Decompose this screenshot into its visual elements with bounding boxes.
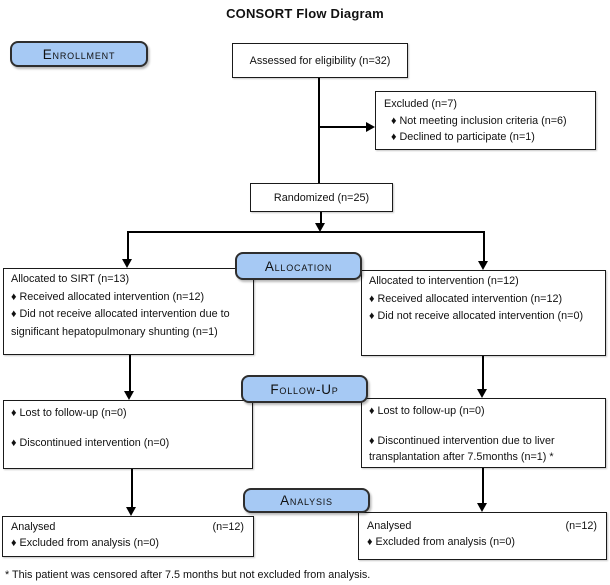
line-fu-to-an-left bbox=[131, 469, 133, 508]
line-to-excluded bbox=[319, 126, 367, 128]
excluded-line: ♦ Not meeting inclusion criteria (n=6) bbox=[391, 114, 567, 127]
stage-followup: Follow-Up bbox=[241, 375, 368, 403]
fu-right-line: ♦ Discontinued intervention due to liver bbox=[369, 435, 555, 448]
box-randomized: Randomized (n=25) bbox=[250, 183, 393, 212]
fu-left-line: ♦ Discontinued intervention (n=0) bbox=[11, 437, 170, 450]
box-allocation-left: Allocated to SIRT (n=13) ♦ Received allo… bbox=[3, 268, 254, 355]
line-alloc-to-fu-left bbox=[129, 355, 131, 392]
arrowhead-fu-left-icon bbox=[124, 391, 134, 400]
arrowhead-alloc-left-icon bbox=[122, 259, 132, 268]
alloc-left-line: ♦ Received allocated intervention (n=12) bbox=[11, 290, 205, 303]
fu-right-line bbox=[369, 419, 598, 434]
box-analysis-right: Analysed (n=12) ♦ Excluded from analysis… bbox=[358, 512, 607, 560]
box-excluded: Excluded (n=7) ♦ Not meeting inclusion c… bbox=[375, 91, 596, 150]
line-fu-to-an-right bbox=[482, 468, 484, 504]
line-branch-horizontal bbox=[127, 231, 485, 233]
excluded-line: Excluded (n=7) bbox=[384, 98, 457, 110]
excluded-line: ♦ Declined to participate (n=1) bbox=[391, 131, 535, 143]
fu-left-line bbox=[11, 421, 245, 436]
box-analysis-left: Analysed (n=12) ♦ Excluded from analysis… bbox=[2, 516, 254, 557]
arrowhead-an-right-icon bbox=[477, 503, 487, 512]
fu-left-line: ♦ Lost to follow-up (n=0) bbox=[11, 407, 127, 419]
fu-right-line: transplantation after 7.5months (n=1) * bbox=[369, 450, 554, 463]
alloc-left-line: significant hepatopulmonary shunting (n=… bbox=[11, 325, 218, 338]
analysis-left-row: Analysed (n=12) bbox=[11, 519, 244, 535]
alloc-right-line: ♦ Did not receive allocated intervention… bbox=[369, 310, 584, 322]
analysed-label: Analysed bbox=[11, 521, 56, 533]
line-alloc-to-fu-right bbox=[482, 356, 484, 390]
stage-allocation: Allocation bbox=[235, 252, 362, 280]
randomized-text: Randomized (n=25) bbox=[273, 191, 370, 204]
arrowhead-fu-right-icon bbox=[477, 389, 487, 398]
box-followup-left: ♦ Lost to follow-up (n=0) ♦ Discontinued… bbox=[3, 400, 253, 469]
arrowhead-alloc-right-icon bbox=[478, 261, 488, 270]
box-assessed: Assessed for eligibility (n=32) bbox=[232, 43, 408, 78]
stage-analysis: Analysis bbox=[243, 488, 370, 513]
analysis-right-excluded: ♦ Excluded from analysis (n=0) bbox=[367, 536, 516, 548]
analysed-count: (n=12) bbox=[565, 520, 597, 532]
box-allocation-right: Allocated to intervention (n=12) ♦ Recei… bbox=[361, 270, 606, 356]
analysis-right-row: Analysed (n=12) bbox=[367, 518, 597, 534]
fu-right-line: ♦ Lost to follow-up (n=0) bbox=[369, 405, 485, 417]
analysed-label: Analysed bbox=[367, 520, 412, 532]
line-assessed-to-randomized bbox=[318, 78, 320, 183]
footnote: * This patient was censored after 7.5 mo… bbox=[5, 569, 371, 581]
analysed-count: (n=12) bbox=[212, 521, 244, 533]
assessed-text: Assessed for eligibility (n=32) bbox=[249, 54, 391, 67]
line-randomized-down bbox=[320, 212, 322, 225]
line-branch-right bbox=[483, 231, 485, 262]
arrowhead-branch-icon bbox=[315, 223, 325, 232]
box-followup-right: ♦ Lost to follow-up (n=0) ♦ Discontinued… bbox=[361, 398, 606, 468]
page-title: CONSORT Flow Diagram bbox=[226, 6, 384, 21]
arrowhead-an-left-icon bbox=[126, 507, 136, 516]
analysis-left-excluded: ♦ Excluded from analysis (n=0) bbox=[11, 537, 160, 549]
alloc-right-line: Allocated to intervention (n=12) bbox=[369, 275, 519, 287]
alloc-left-line: Allocated to SIRT (n=13) bbox=[11, 273, 130, 285]
arrowhead-excluded-icon bbox=[366, 122, 375, 132]
alloc-right-line: ♦ Received allocated intervention (n=12) bbox=[369, 292, 563, 305]
line-branch-left bbox=[127, 231, 129, 260]
alloc-left-line: ♦ Did not receive allocated intervention… bbox=[11, 308, 230, 320]
stage-enrollment: Enrollment bbox=[10, 41, 148, 67]
